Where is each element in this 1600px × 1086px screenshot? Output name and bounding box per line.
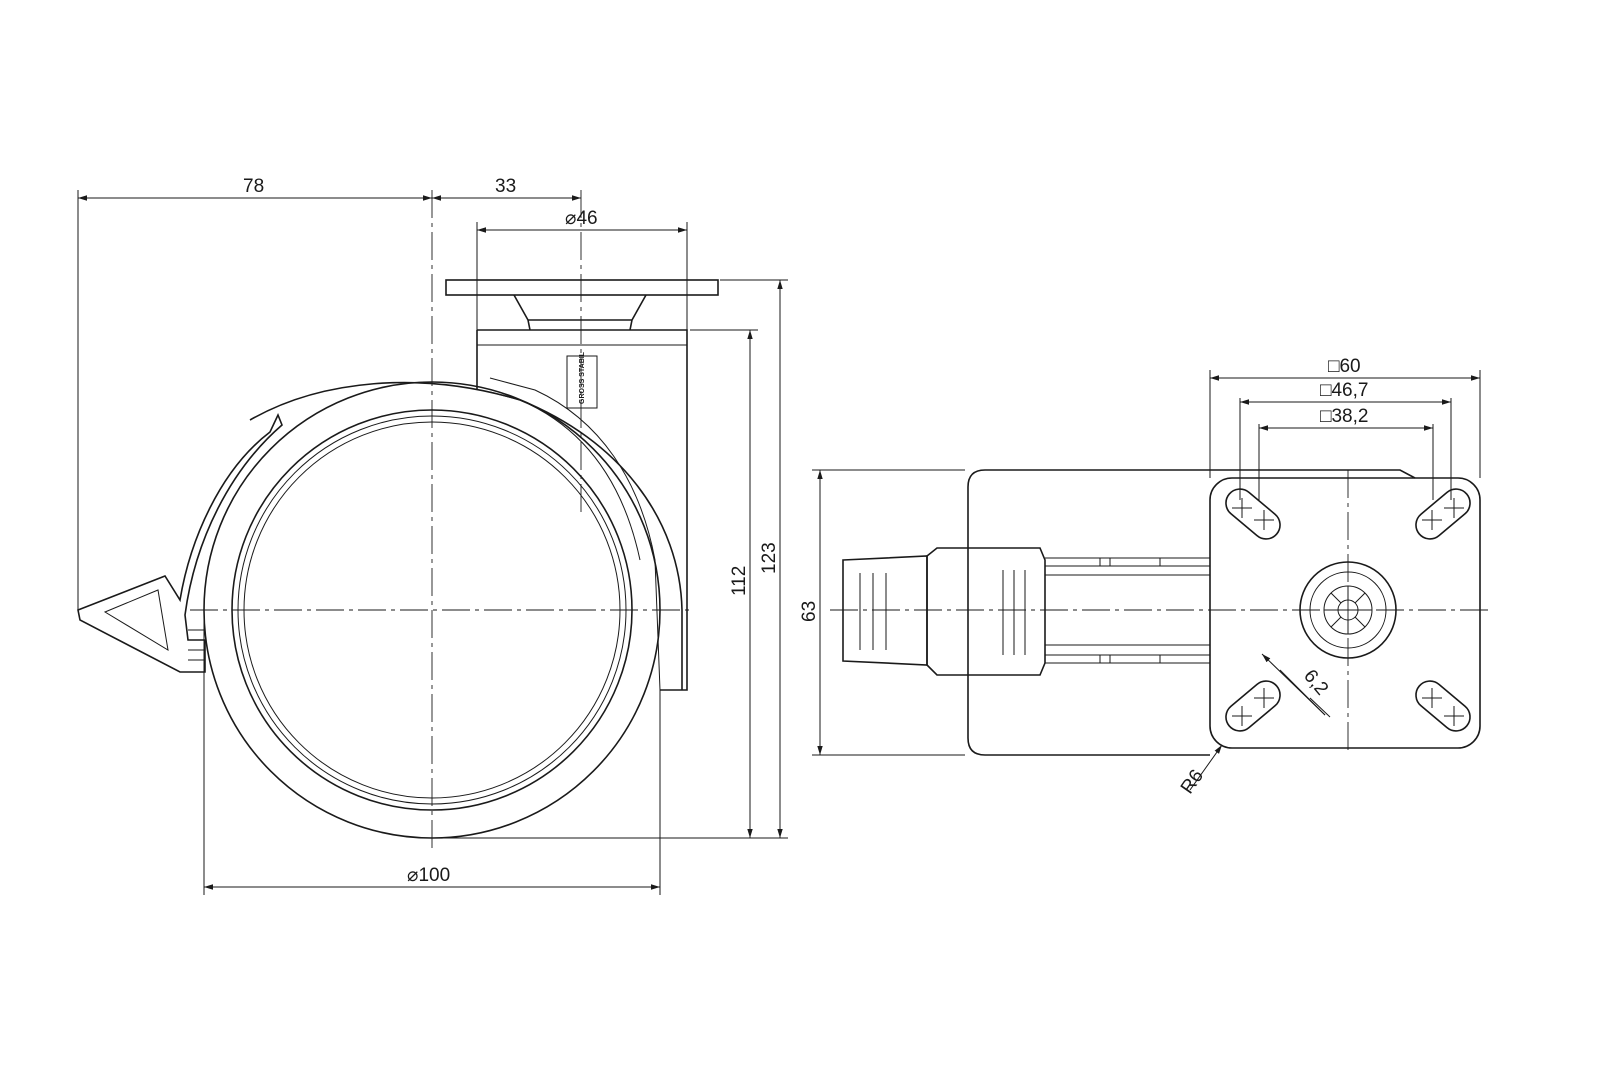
mounting-plate bbox=[445, 279, 719, 296]
dim-hole-inner: □38,2 bbox=[1320, 406, 1368, 427]
dim-78: 78 bbox=[243, 176, 264, 197]
top-view: 63 □60 □46,7 □38,2 6,2 R6 bbox=[799, 356, 1492, 798]
dim-stem-diameter: ⌀46 bbox=[565, 208, 598, 229]
wheel-guard bbox=[249, 381, 683, 690]
dim-63: 63 bbox=[799, 601, 820, 622]
mounting-slot bbox=[1415, 488, 1471, 540]
brake-lever-top bbox=[926, 547, 1046, 676]
mounting-slot bbox=[1225, 680, 1281, 732]
side-view: GROSS STABIL 78 33 ⌀46 112 123 bbox=[77, 176, 788, 895]
dim-plate: □60 bbox=[1328, 356, 1361, 377]
dim-112: 112 bbox=[729, 566, 750, 596]
dim-hole-outer: □46,7 bbox=[1320, 380, 1368, 401]
mounting-slot bbox=[1415, 680, 1471, 732]
logo-text: GROSS STABIL bbox=[579, 351, 586, 404]
housing bbox=[476, 329, 688, 691]
wheel-body bbox=[967, 469, 1416, 756]
swivel-stem bbox=[513, 294, 647, 331]
brake-pedal bbox=[77, 412, 283, 673]
dim-123: 123 bbox=[759, 542, 780, 574]
hub-ribs bbox=[1324, 586, 1372, 634]
brake-pedal-top bbox=[842, 555, 928, 666]
dim-33: 33 bbox=[495, 176, 516, 197]
mounting-slot bbox=[1225, 488, 1281, 540]
logo-badge bbox=[566, 355, 598, 409]
dim-wheel-diameter: ⌀100 bbox=[407, 865, 450, 886]
mounting-plate-top bbox=[1209, 477, 1481, 749]
